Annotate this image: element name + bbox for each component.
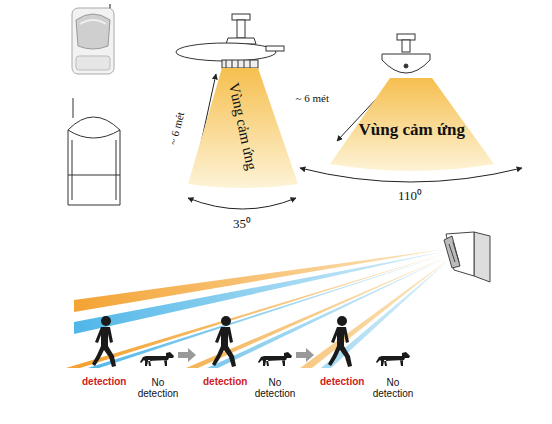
zone-fill — [330, 78, 494, 171]
dimension-label: ~ 6 mét — [166, 110, 186, 146]
dog — [376, 352, 410, 366]
sensing-zone: Vùng cảm ứng — [186, 66, 300, 190]
detection-beams — [66, 249, 449, 368]
dome-sensor — [382, 34, 430, 73]
detection-label: No detection — [132, 377, 184, 400]
person — [328, 316, 352, 367]
wireless-sensor — [68, 98, 120, 205]
dimension-label: 110⁰ — [398, 189, 422, 204]
detection-label: detection — [203, 376, 247, 388]
person — [212, 316, 236, 367]
move-arrow — [296, 348, 314, 362]
dimension-label: ~ 6 mét — [296, 92, 329, 105]
detection-label: detection — [320, 376, 364, 388]
dog — [140, 352, 174, 366]
dog — [258, 352, 292, 366]
sensing-zone: Vùng cảm ứng — [328, 76, 496, 176]
pir-sensor — [72, 4, 114, 74]
ceiling-sensor — [176, 14, 284, 68]
wall-sensor — [444, 232, 490, 282]
zone-label: Vùng cảm ứng — [359, 120, 466, 140]
detection-label: No detection — [367, 377, 419, 400]
detection-label: No detection — [249, 377, 301, 400]
move-arrow — [178, 348, 196, 362]
detection-label: detection — [82, 376, 126, 388]
person — [92, 316, 116, 367]
dimension-label: 35⁰ — [233, 217, 251, 232]
zone-fill — [188, 68, 298, 188]
angle-arc — [188, 198, 296, 209]
